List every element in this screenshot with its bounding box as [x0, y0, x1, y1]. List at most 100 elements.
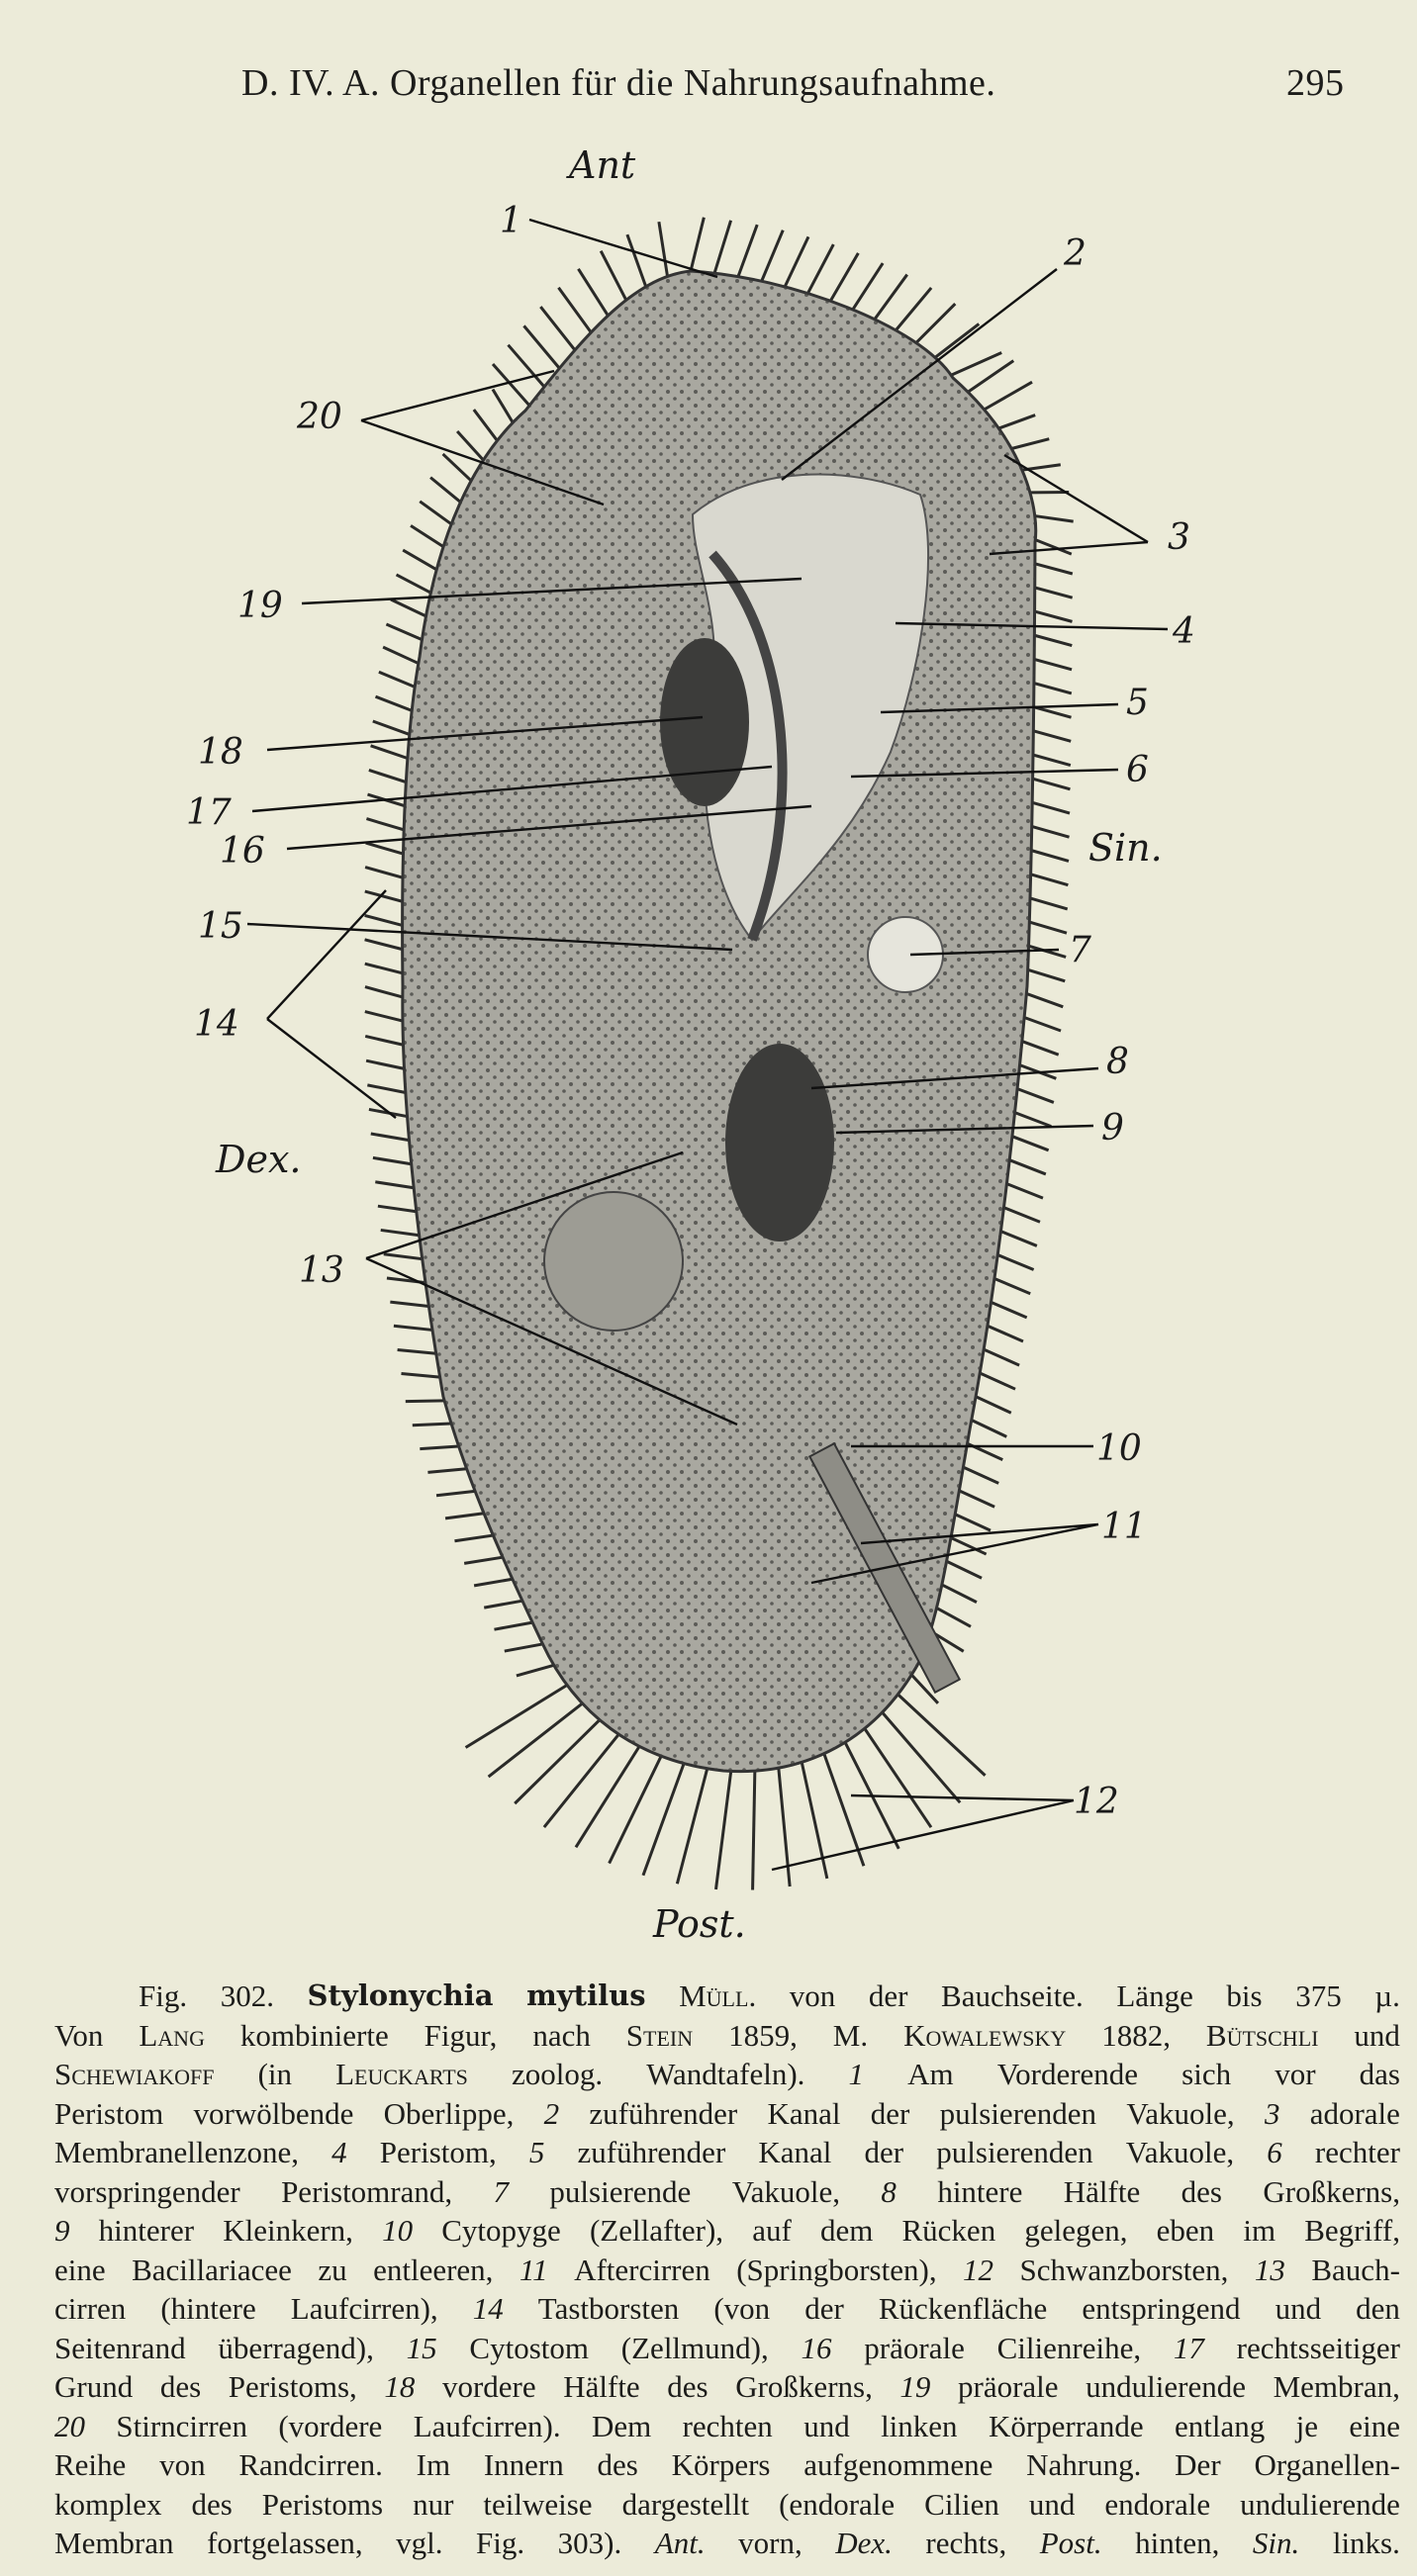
label-sin: Sin. — [1088, 826, 1163, 870]
caption-word: 6 — [1267, 2135, 1282, 2169]
caption-word: vorwölbende — [193, 2095, 354, 2131]
caption-word: undulierende — [1240, 2486, 1400, 2522]
cirrus — [393, 1324, 433, 1332]
cirrus — [365, 1058, 405, 1070]
cirrus — [1034, 609, 1073, 623]
caption-word: zoolog. — [511, 2057, 604, 2091]
cirrus — [895, 287, 933, 331]
caption-word: kombinierte — [239, 2017, 389, 2053]
page-number: 295 — [1286, 62, 1345, 104]
cirrus — [364, 913, 403, 927]
caption-word: dargestellt — [621, 2486, 750, 2522]
cirrus — [971, 1419, 1007, 1438]
caption-word: Der — [1175, 2447, 1221, 2482]
caption-word: 13 — [1254, 2252, 1285, 2287]
caption-word: Schewiakoff — [54, 2057, 215, 2091]
cirrus — [910, 1673, 940, 1704]
caption-word: Vorderende — [996, 2057, 1139, 2091]
cirrus — [987, 1324, 1024, 1343]
cirrus — [997, 414, 1036, 430]
cirrus — [364, 866, 404, 879]
caption-word: Dex. — [835, 2526, 893, 2560]
caption-word: je — [1295, 2408, 1318, 2443]
caption-word: µ. — [1374, 1978, 1400, 2013]
cirrus — [375, 1180, 415, 1190]
cirrus — [390, 1300, 429, 1309]
cirrus — [941, 1583, 978, 1604]
label-11: 11 — [1101, 1507, 1147, 1547]
cirrus — [760, 230, 785, 282]
cirrus — [828, 252, 860, 303]
caption-word: 19 — [899, 2369, 931, 2404]
leader-lines — [246, 218, 1169, 1872]
cirrus — [370, 1132, 410, 1143]
marginal-cirri — [364, 217, 1074, 1890]
cirrus — [390, 598, 427, 618]
caption-word: vordere — [441, 2369, 536, 2404]
label-12: 12 — [1074, 1782, 1119, 1822]
caption-word: Schwanzborsten, — [1019, 2252, 1229, 2287]
cirrus — [897, 1693, 987, 1777]
caption-word: eben — [1156, 2213, 1215, 2248]
cirrus — [1032, 777, 1071, 791]
cirrus — [444, 1512, 485, 1520]
cirrus — [1028, 920, 1068, 935]
caption-word: Hälfte — [563, 2369, 640, 2404]
cirrus — [736, 224, 759, 278]
caption-word: 8 — [881, 2173, 897, 2209]
caption-word: Wandtafeln). — [646, 2057, 805, 2091]
cirrus — [368, 769, 407, 784]
label-19: 19 — [237, 586, 283, 626]
caption-word: Membranellenzone, — [54, 2135, 300, 2169]
caption-word: Bauchseite. — [941, 1978, 1084, 2013]
cirrus — [504, 1642, 543, 1653]
cirrus — [1027, 967, 1066, 983]
cirrus — [382, 645, 420, 665]
label-1: 1 — [500, 201, 522, 241]
cirrus — [372, 719, 411, 736]
caption-word: vor — [1275, 2057, 1316, 2091]
cirrus — [599, 249, 628, 302]
label-17: 17 — [186, 792, 232, 833]
caption-word: hinterer — [98, 2213, 195, 2248]
cirrus — [380, 1228, 420, 1238]
cirrus — [1002, 1206, 1041, 1224]
cirrus — [367, 1083, 407, 1094]
cirrus — [364, 1035, 404, 1047]
caption-word: Oberlippe, — [383, 2095, 515, 2131]
cirrus — [1034, 562, 1074, 576]
cirrus — [608, 1755, 663, 1865]
caption-word: mytilus — [526, 1978, 646, 2012]
label-18: 18 — [198, 732, 243, 773]
caption-word: Nahrung. — [1026, 2447, 1142, 2482]
label-post: Post. — [652, 1902, 746, 1946]
caption-word: das — [1359, 2057, 1400, 2091]
caption-word: vorn, — [738, 2526, 803, 2560]
cirrus — [783, 235, 810, 288]
caption-word: der — [868, 1978, 908, 2013]
cirrus — [933, 322, 981, 359]
cirrus — [539, 306, 577, 351]
cirrus — [378, 670, 416, 689]
cirrus — [657, 221, 670, 277]
cirrus — [473, 1577, 514, 1588]
cirrus — [975, 1395, 1012, 1415]
caption-word: Rückenfläche — [878, 2291, 1048, 2326]
caption-word: des — [159, 2369, 202, 2404]
caption-word: Seitenrand — [54, 2330, 186, 2365]
cirrus — [675, 1768, 709, 1885]
caption-word: auf — [752, 2213, 792, 2248]
caption-word: Begriff, — [1304, 2213, 1400, 2248]
cirrus — [455, 429, 485, 462]
caption-word: dem — [819, 2213, 874, 2248]
cirrus — [491, 388, 515, 423]
cirrus — [372, 1155, 412, 1166]
caption-word: rechten — [682, 2408, 773, 2443]
